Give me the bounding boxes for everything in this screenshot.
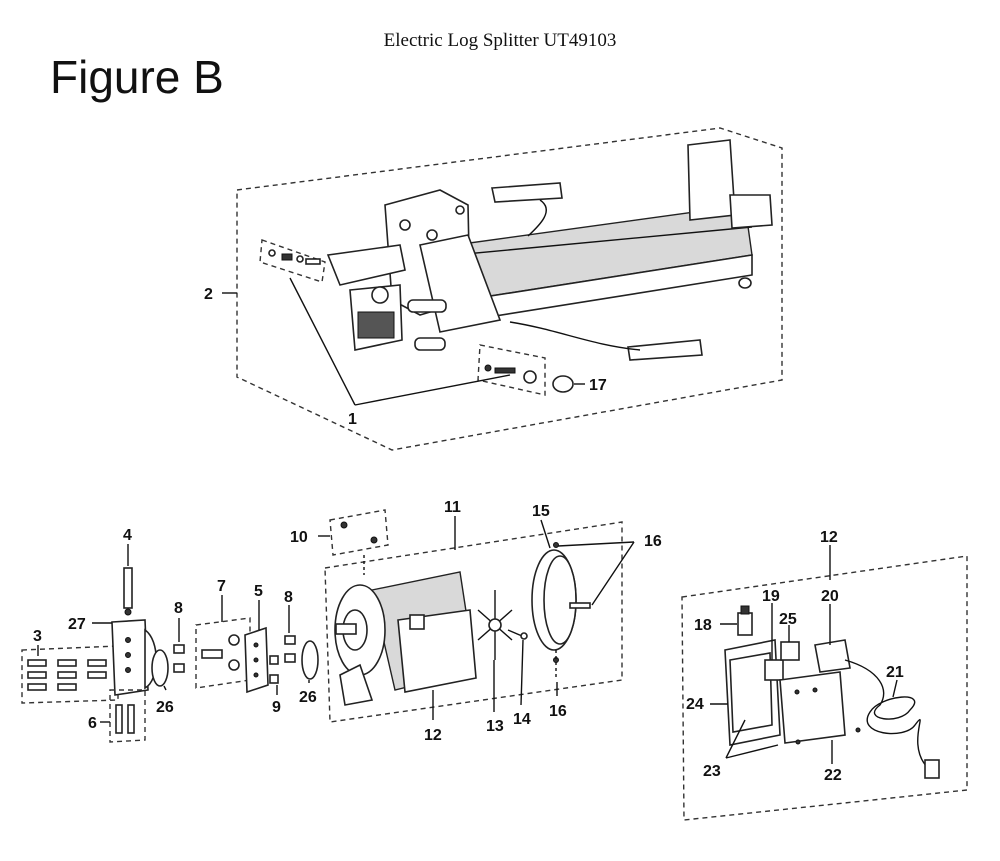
part-10-kit [329,509,389,556]
front-foot [491,182,563,203]
o-ring-26a [151,649,169,687]
callout-14: 14 [513,711,531,728]
callout-12b: 12 [820,529,838,546]
cover-22 [779,671,846,744]
callout-16a: 16 [644,533,662,550]
pin-9 [269,655,279,665]
callout-22: 22 [824,767,842,784]
pin-8a [173,644,185,654]
callout-25: 25 [779,611,797,628]
pin-8b [284,635,296,645]
motor-group: 11 10 15 16 12 13 14 16 [290,499,662,744]
assembly-boundary [236,127,783,451]
splitting-wedge [687,139,736,221]
electrical-boundary [681,555,968,821]
switch-body-27 [111,619,149,696]
part-6-kit [109,689,146,743]
callout-10: 10 [290,529,308,546]
callout-18: 18 [694,617,712,634]
callout-26a: 26 [156,699,174,716]
switch-20 [814,639,851,673]
callout-6: 6 [88,715,97,732]
callout-2: 2 [204,286,213,303]
pump-parts-group: 4 3 27 6 26 8 7 5 9 8 26 [21,527,319,743]
capacitor-25 [780,641,800,661]
power-cord-21 [844,659,929,769]
roller [407,299,447,313]
cap-17 [552,375,574,393]
callout-4: 4 [123,527,132,544]
screw-16c [569,602,591,609]
junction-box [397,609,477,693]
callout-12a: 12 [424,727,442,744]
callout-23: 23 [703,763,721,780]
screw-16a [553,542,559,548]
control-handle [326,244,406,286]
callout-11: 11 [444,499,461,516]
callout-7: 7 [217,578,226,595]
fan-13 [477,590,513,660]
plug [924,759,940,779]
callout-5: 5 [254,583,263,600]
part-1-kit-b [477,344,546,396]
switch-18 [737,612,753,636]
callout-16b: 16 [549,703,567,720]
callout-19: 19 [762,588,780,605]
motor-foot [339,663,374,706]
roller-2 [414,337,446,351]
callout-26b: 26 [299,689,317,706]
callout-21: 21 [886,664,904,681]
motor-vent [357,311,395,339]
callout-17: 17 [589,377,607,394]
callout-8a: 8 [174,600,183,617]
document-title: Electric Log Splitter UT49103 [383,30,617,51]
callout-20: 20 [821,588,839,605]
figure-title: Figure B [50,51,224,103]
callout-15: 15 [532,503,550,520]
callout-8b: 8 [284,589,293,606]
relay-19 [764,659,784,681]
part-3-contacts [27,659,107,691]
electrical-group: 12 18 19 25 20 21 24 23 22 [681,529,968,821]
part-7-kit [195,617,251,689]
callout-24: 24 [686,696,704,713]
rod-4 [123,567,133,609]
part-3-kit [21,645,119,704]
callout-13: 13 [486,718,504,735]
callout-9: 9 [272,699,281,716]
callout-3: 3 [33,628,42,645]
wedge-bracket [729,194,773,229]
o-ring-26b [301,640,319,680]
callout-1: 1 [348,411,357,428]
splitter-assembly-group: 2 1 17 [204,127,783,451]
motor-boundary [324,521,623,723]
washer-14 [520,632,528,640]
rear-foot [627,339,703,361]
callout-27: 27 [68,616,86,633]
